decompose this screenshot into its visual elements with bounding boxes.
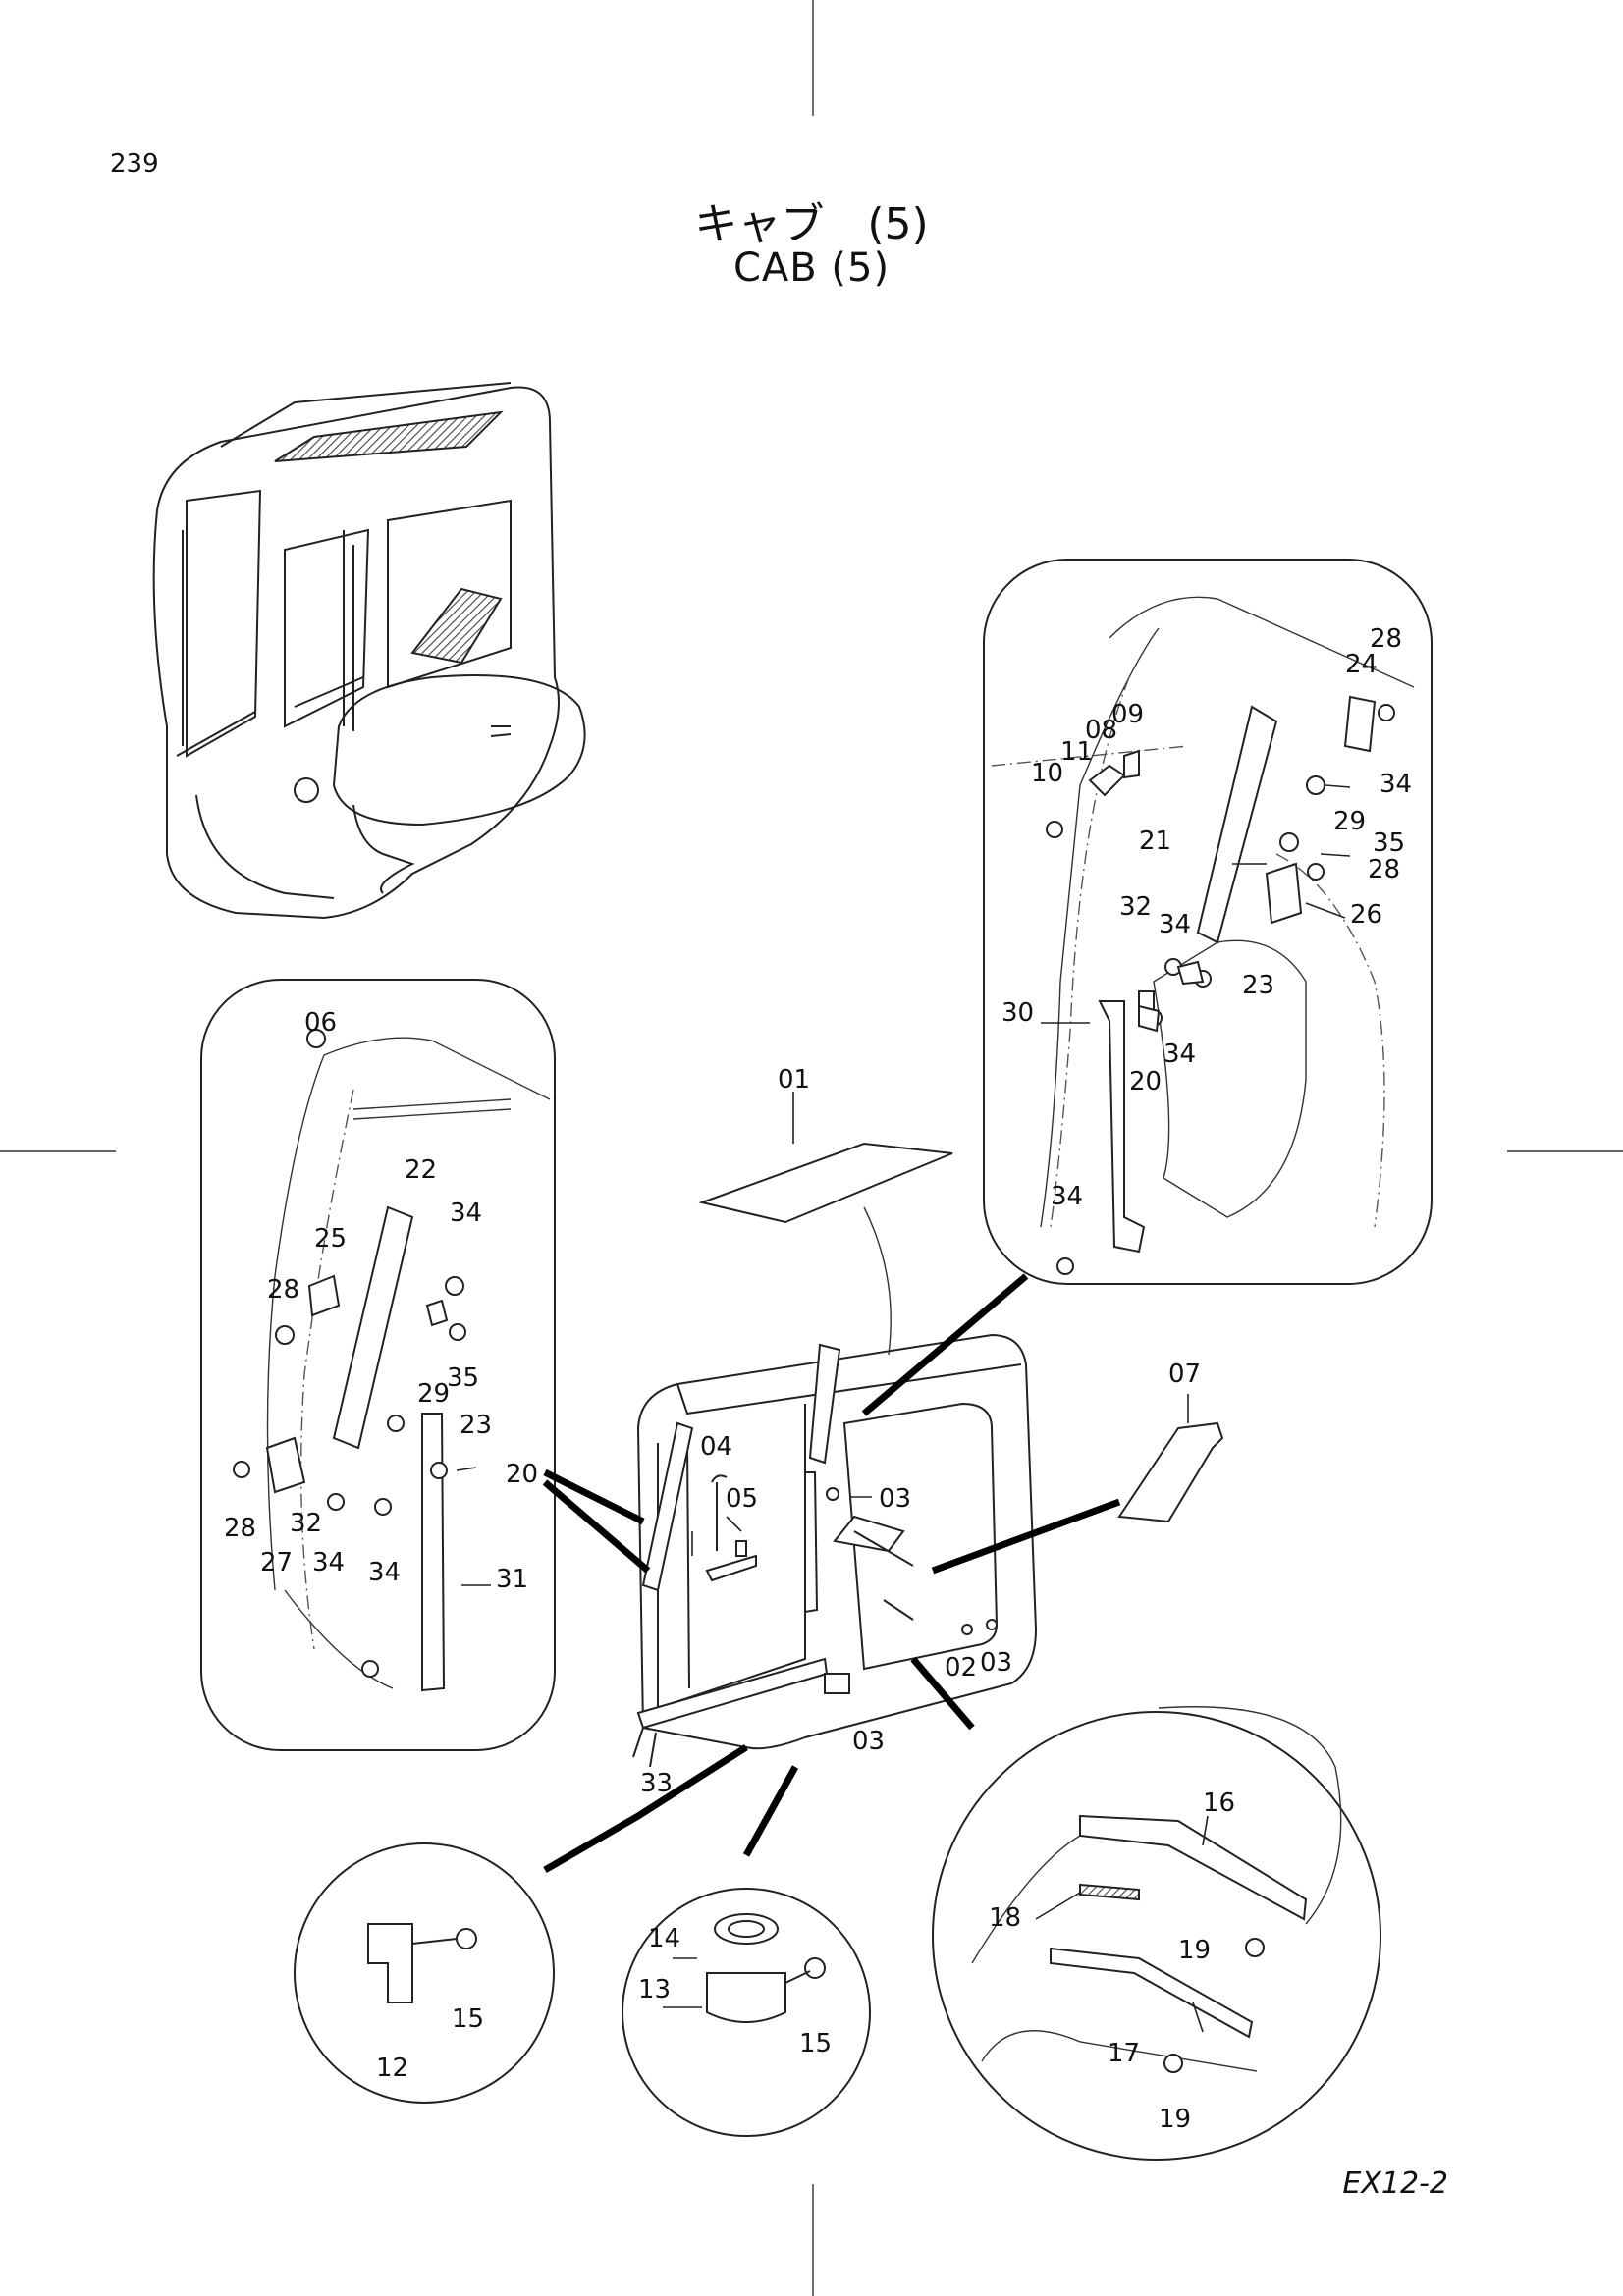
callout-28a: 28 bbox=[1370, 624, 1402, 654]
callout-34a: 34 bbox=[1380, 770, 1412, 799]
callout-07: 07 bbox=[1168, 1360, 1201, 1389]
callout-12: 12 bbox=[376, 2054, 408, 2083]
callout-03b: 03 bbox=[980, 1648, 1012, 1678]
callout-31: 31 bbox=[496, 1565, 528, 1594]
drawing-code: EX12-2 bbox=[1342, 2166, 1448, 2201]
callout-03c: 03 bbox=[852, 1727, 885, 1756]
callout-06: 06 bbox=[304, 1008, 337, 1038]
callout-28b: 28 bbox=[1368, 855, 1400, 884]
callout-15a: 15 bbox=[452, 2004, 484, 2034]
callout-35b: 35 bbox=[447, 1363, 479, 1393]
callout-17: 17 bbox=[1108, 2039, 1140, 2068]
floor-mat-part bbox=[698, 1142, 953, 1224]
callout-11: 11 bbox=[1060, 737, 1093, 767]
callout-20a: 20 bbox=[1129, 1067, 1162, 1096]
callout-33: 33 bbox=[640, 1769, 673, 1798]
page-number: 239 bbox=[110, 149, 159, 179]
callout-28c: 28 bbox=[267, 1275, 299, 1305]
callout-08: 08 bbox=[1085, 716, 1117, 745]
callout-35a: 35 bbox=[1373, 828, 1405, 858]
callout-30: 30 bbox=[1001, 998, 1034, 1028]
callout-leaders bbox=[456, 784, 1351, 2033]
callout-26: 26 bbox=[1350, 900, 1382, 930]
callout-02: 02 bbox=[945, 1653, 977, 1682]
callout-34g: 34 bbox=[368, 1558, 401, 1587]
callout-04: 04 bbox=[700, 1432, 732, 1462]
detail-circle-right-top bbox=[983, 559, 1433, 1285]
callout-03a: 03 bbox=[879, 1484, 911, 1514]
callout-19a: 19 bbox=[1178, 1936, 1211, 1965]
detail-circle-left bbox=[200, 979, 556, 1751]
callout-13: 13 bbox=[638, 1975, 671, 2004]
detail-circle-bottom-center bbox=[622, 1888, 871, 2137]
callout-10: 10 bbox=[1031, 759, 1063, 788]
page-title-english: CAB (5) bbox=[732, 245, 891, 291]
callout-20b: 20 bbox=[506, 1460, 538, 1489]
callout-09: 09 bbox=[1111, 700, 1144, 729]
callout-05: 05 bbox=[726, 1484, 758, 1514]
callout-16: 16 bbox=[1203, 1789, 1235, 1818]
detail-circle-bottom-left bbox=[294, 1842, 555, 2104]
callout-32b: 32 bbox=[290, 1509, 322, 1538]
callout-34f: 34 bbox=[312, 1548, 345, 1577]
callout-15b: 15 bbox=[799, 2029, 832, 2058]
callout-18: 18 bbox=[989, 1903, 1021, 1933]
callout-labels: 01 02 03 03 03 04 05 06 07 08 09 10 11 1… bbox=[224, 624, 1412, 2134]
callout-23a: 23 bbox=[1242, 971, 1274, 1000]
callout-01: 01 bbox=[778, 1065, 810, 1095]
callout-27: 27 bbox=[260, 1548, 293, 1577]
callout-29a: 29 bbox=[1333, 807, 1366, 836]
callout-25: 25 bbox=[314, 1224, 347, 1254]
detail-circle-bottom-right bbox=[932, 1706, 1381, 2161]
callout-23b: 23 bbox=[460, 1411, 492, 1440]
callout-34c: 34 bbox=[1163, 1040, 1196, 1069]
detail-connectors bbox=[542, 1273, 1121, 1874]
callout-29b: 29 bbox=[417, 1379, 450, 1409]
callout-14: 14 bbox=[648, 1924, 680, 1953]
callout-34e: 34 bbox=[450, 1199, 482, 1228]
callout-22: 22 bbox=[405, 1155, 437, 1185]
callout-32a: 32 bbox=[1119, 892, 1152, 922]
central-cab-drawing bbox=[632, 1333, 1038, 1768]
callout-24: 24 bbox=[1345, 650, 1378, 679]
part-07-cover bbox=[1117, 1421, 1224, 1523]
callout-28d: 28 bbox=[224, 1514, 256, 1543]
callout-19b: 19 bbox=[1159, 2105, 1191, 2134]
page-title-japanese: キャブ (5) bbox=[694, 199, 929, 249]
callout-34d: 34 bbox=[1051, 1182, 1083, 1211]
callout-21: 21 bbox=[1139, 827, 1171, 856]
callout-34b: 34 bbox=[1159, 910, 1191, 939]
overview-cab-drawing bbox=[152, 382, 586, 920]
